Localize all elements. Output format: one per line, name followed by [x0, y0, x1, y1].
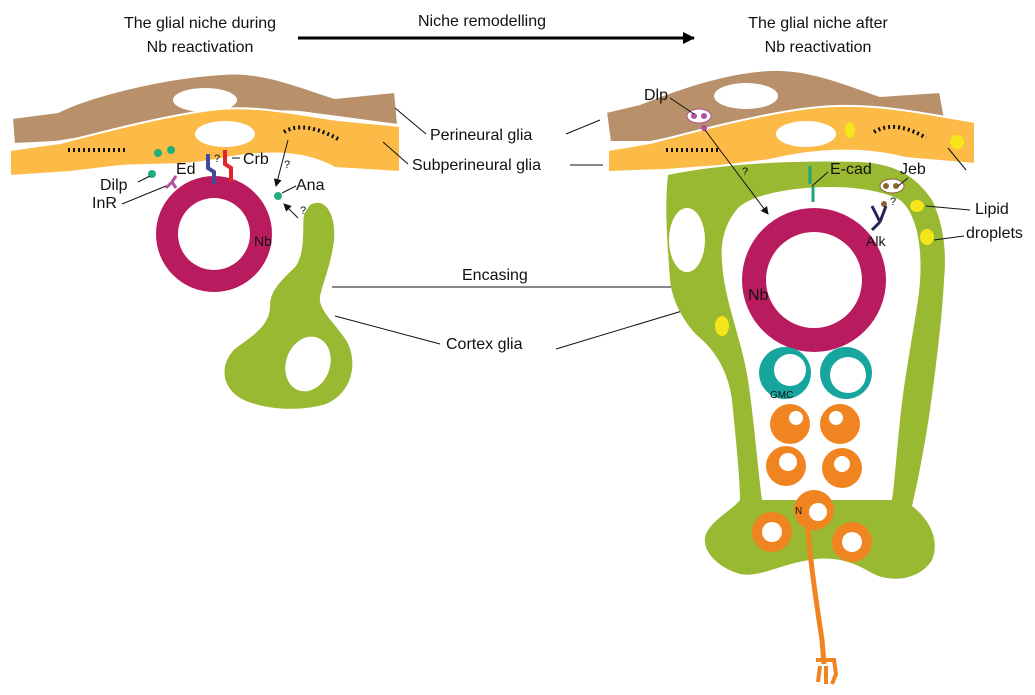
- alk-label: Alk: [866, 233, 886, 249]
- encasing-label: Encasing: [462, 267, 528, 284]
- right-neuroblast: [742, 208, 886, 352]
- ed-label: Ed: [176, 161, 196, 178]
- ana-ligand: [274, 192, 282, 200]
- ana-arrow-2: [284, 204, 298, 218]
- lipid-label-line1: Lipid: [975, 201, 1009, 218]
- dilp-dot: [154, 149, 162, 157]
- ana-label: Ana: [296, 177, 325, 194]
- perineural-glia-label: Perineural glia: [430, 127, 532, 144]
- ecad-label: E-cad: [830, 161, 872, 178]
- question-mark: ?: [284, 159, 290, 171]
- right-nb-label: Nb: [748, 287, 769, 304]
- left-title-line1: The glial niche during: [124, 15, 276, 32]
- inr-receptor: [166, 176, 176, 188]
- question-mark: ?: [214, 153, 220, 165]
- jeb-label: Jeb: [900, 161, 926, 178]
- right-title-line2: Nb reactivation: [765, 39, 872, 56]
- dlp-label: Dlp: [644, 87, 668, 104]
- gmc-cell: [820, 347, 872, 399]
- inr-label: InR: [92, 195, 117, 212]
- left-nb-label: Nb: [254, 233, 272, 249]
- niche-remodelling-title: Niche remodelling: [418, 13, 546, 30]
- cortex-glia-label: Cortex glia: [446, 336, 523, 353]
- question-mark: ?: [890, 196, 896, 208]
- left-title-line2: Nb reactivation: [147, 39, 254, 56]
- neuron-label: N: [795, 506, 802, 517]
- crb-label: Crb: [243, 151, 269, 168]
- question-mark: ?: [742, 166, 748, 178]
- dilp-label: Dilp: [100, 177, 128, 194]
- lipid-label-line2: droplets: [966, 225, 1023, 242]
- dilp-dot: [167, 146, 175, 154]
- subperineural-glia-label: Subperineural glia: [412, 157, 541, 174]
- gmc-label: GMC: [770, 390, 793, 401]
- right-title-line1: The glial niche after: [748, 15, 888, 32]
